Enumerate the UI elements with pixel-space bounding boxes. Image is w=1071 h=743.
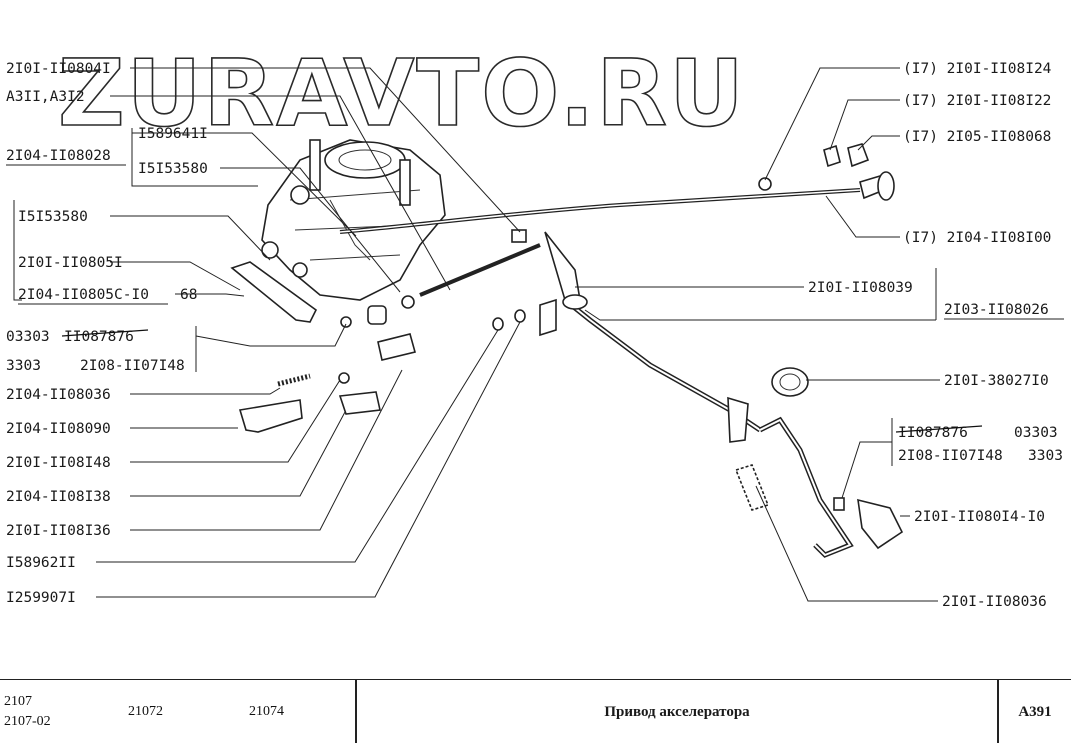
label-a311-a312: А3II,А3I2	[6, 89, 85, 105]
label-3303: 3303	[6, 358, 41, 374]
footer-divider-left	[355, 680, 357, 743]
label-2104-1108050-10: 2I04-II0805С-I0	[18, 287, 149, 303]
footer-model-2107: 2107	[4, 694, 32, 709]
footer-model-21074: 21074	[249, 704, 284, 719]
label-2101-3802710: 2I0I-38027I0	[944, 373, 1049, 389]
label-2104-1108036: 2I04-II08036	[6, 387, 111, 403]
label-1589641: I589641I	[138, 126, 208, 142]
label-2101-1108136: 2I0I-II08I36	[6, 523, 111, 539]
label-15153580: I5I53580	[18, 209, 88, 225]
label-2104-1108028: 2I04-II08028	[6, 148, 111, 164]
pedal-lever-drawing	[544, 231, 854, 558]
label-1589621: I58962II	[6, 555, 76, 571]
label-2101-1108036: 2I0I-II08036	[942, 594, 1047, 610]
throttle-rod-drawing	[419, 229, 541, 297]
footer-bar: 2107 2107-02 21072 21074 Привод акселера…	[0, 679, 1071, 743]
label-2101-1108014-10: 2I0I-II080I4-I0	[914, 509, 1045, 525]
label-17-2105-1108068: (I7) 2I05-II08068	[903, 129, 1051, 145]
watermark-text: ZURAVTO.RU	[58, 40, 746, 147]
label-2101-1108148: 2I0I-II08I48	[6, 455, 111, 471]
label-2103-1108026: 2I03-II08026	[944, 302, 1049, 318]
footer-model-21072: 21072	[128, 704, 163, 719]
accelerator-cable-drawing	[339, 171, 895, 234]
label-2108-1107148: 2I08-II07I48	[80, 358, 185, 374]
label-1108787b-struck-right: II087876	[898, 425, 968, 441]
label-2101-1108041: 2I0I-II0804I	[6, 61, 111, 77]
carburetor-drawing	[261, 139, 446, 301]
label-03303-right: 03303	[1014, 425, 1058, 441]
label-68: 68	[180, 287, 197, 303]
footer-divider-right	[997, 680, 999, 743]
page-code: А391	[1018, 704, 1052, 720]
label-3303-right: 3303	[1028, 448, 1063, 464]
part-labels: 2I0I-II0804I А3II,А3I2 2I04-II08028 I589…	[6, 61, 1064, 610]
label-17-2101-1108122: (I7) 2I0I-II08I22	[903, 93, 1051, 109]
label-1108787b-struck: II087876	[64, 329, 134, 345]
label-2101-1108039: 2I0I-II08039	[808, 280, 913, 296]
label-1259907: I259907I	[6, 590, 76, 606]
label-2104-1108090: 2I04-II08090	[6, 421, 111, 437]
label-17-2104-1108100: (I7) 2I04-II08I00	[903, 230, 1051, 246]
parts-diagram: ZURAVTO.RU	[6, 39, 1064, 610]
label-15153580-top: I5I53580	[138, 161, 208, 177]
footer-model-2107-02: 2107-02	[4, 714, 51, 729]
page-title: Привод акселератора	[604, 704, 750, 720]
label-17-2101-1108124: (I7) 2I0I-II08I24	[903, 61, 1052, 77]
leader-lines	[13, 67, 940, 602]
label-2108-1107148-right: 2I08-II07I48	[898, 448, 1003, 464]
small-parts-drawing	[230, 143, 904, 550]
label-03303: 03303	[6, 329, 50, 345]
label-2101-1108051: 2I0I-II0805I	[18, 255, 123, 271]
label-2104-1108138: 2I04-II08I38	[6, 489, 111, 505]
